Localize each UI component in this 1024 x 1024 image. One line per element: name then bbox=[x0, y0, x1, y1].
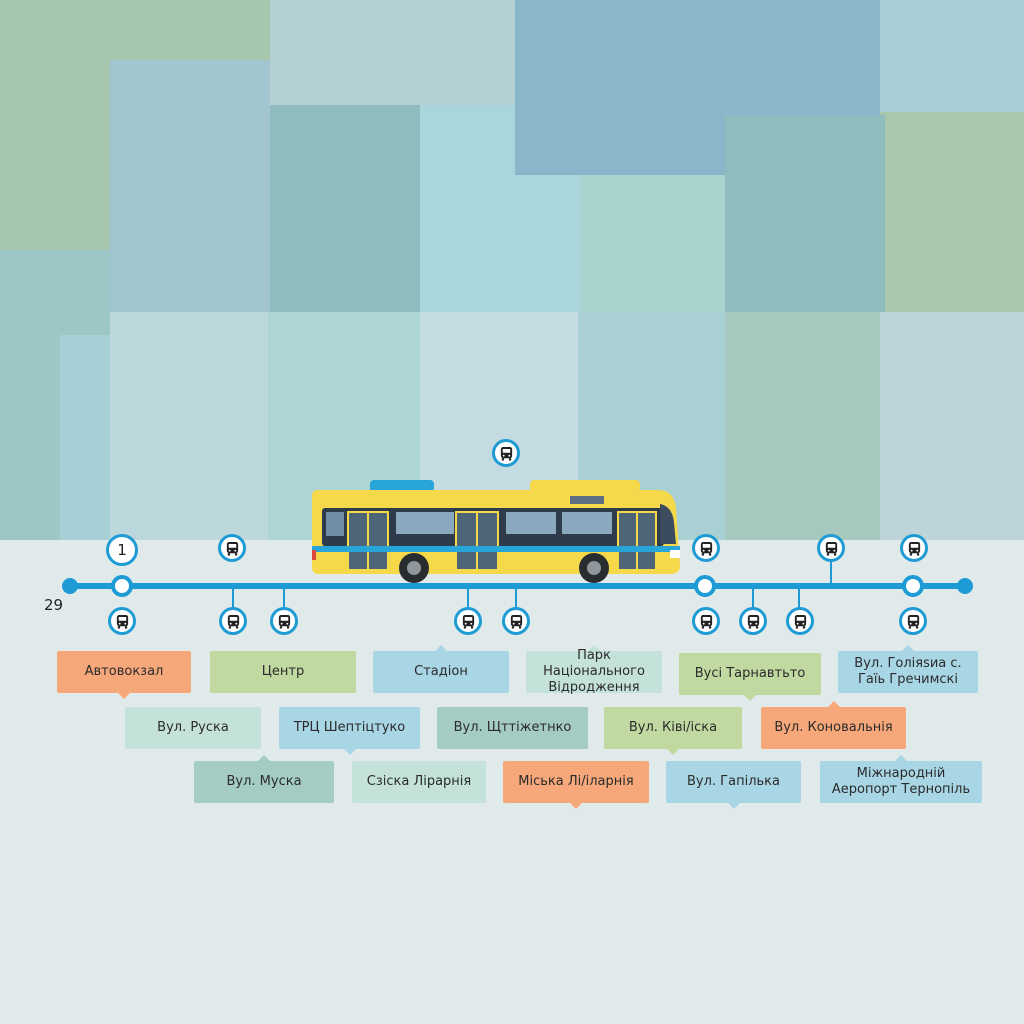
stop-connector bbox=[232, 589, 234, 609]
stop-label-airport[interactable]: Міжнародній Аеропорт Тернопіль bbox=[820, 755, 982, 803]
stop-connector bbox=[515, 589, 517, 609]
stop-label-trts[interactable]: ТРЦ Шептіцтуко bbox=[279, 707, 420, 755]
route-stop-node[interactable] bbox=[694, 575, 716, 597]
bus-icon[interactable] bbox=[899, 607, 927, 635]
route-stop-node[interactable] bbox=[111, 575, 133, 597]
route-number-label: 29 bbox=[44, 596, 64, 614]
bus-icon[interactable] bbox=[692, 534, 720, 562]
route-start-endpoint bbox=[62, 578, 78, 594]
bus-icon[interactable] bbox=[108, 607, 136, 635]
stop-label-ruska[interactable]: Вул. Руска bbox=[125, 707, 261, 749]
stop-label-stadion[interactable]: Стадіон bbox=[373, 645, 509, 693]
stop-label-skiska[interactable]: Сзіска Лірарнія bbox=[352, 761, 486, 803]
stop-connector bbox=[467, 589, 469, 609]
bus-icon[interactable] bbox=[692, 607, 720, 635]
bus-icon[interactable] bbox=[218, 534, 246, 562]
stop-label-park[interactable]: Парк Національного Відродження bbox=[526, 645, 662, 695]
stop-connector bbox=[752, 589, 754, 609]
route-stop-node[interactable] bbox=[902, 575, 924, 597]
stop-label-muska[interactable]: Вул. Муска bbox=[194, 755, 334, 803]
bus-icon[interactable] bbox=[900, 534, 928, 562]
bus-icon[interactable] bbox=[786, 607, 814, 635]
stop-label-kiviiska[interactable]: Вул. Ківі/іска bbox=[604, 707, 742, 755]
stop-label-miska[interactable]: Міська Лі/іларнія bbox=[503, 761, 649, 809]
route-end-endpoint bbox=[957, 578, 973, 594]
stop-label-konovalska[interactable]: Вул. Коновальнія bbox=[761, 701, 906, 749]
bus-icon[interactable] bbox=[817, 534, 845, 562]
bus-icon[interactable] bbox=[270, 607, 298, 635]
stop-connector bbox=[830, 562, 832, 584]
stop-connector bbox=[283, 589, 285, 609]
route-line bbox=[70, 583, 965, 589]
stop-label-hapilka[interactable]: Вул. Гапілька bbox=[666, 761, 801, 809]
stop-label-vusi[interactable]: Вусі Тарнавтьто bbox=[679, 653, 821, 701]
route-number-badge: 1 bbox=[106, 534, 138, 566]
stop-label-holivska[interactable]: Вул. Голіяѕиа с. Гаїь Гречимскі bbox=[838, 645, 978, 693]
bus-icon[interactable] bbox=[739, 607, 767, 635]
bus-illustration bbox=[312, 480, 680, 583]
stop-connector bbox=[798, 589, 800, 609]
bus-icon[interactable] bbox=[454, 607, 482, 635]
bus-icon[interactable] bbox=[492, 439, 520, 467]
stop-label-tsentr[interactable]: Центр bbox=[210, 651, 356, 693]
stop-label-avtovokzal[interactable]: Автовокзал bbox=[57, 651, 191, 699]
bus-icon[interactable] bbox=[502, 607, 530, 635]
bus-icon[interactable] bbox=[219, 607, 247, 635]
stop-label-shtizhetenko[interactable]: Вул. Щттіжетнко bbox=[437, 707, 588, 749]
